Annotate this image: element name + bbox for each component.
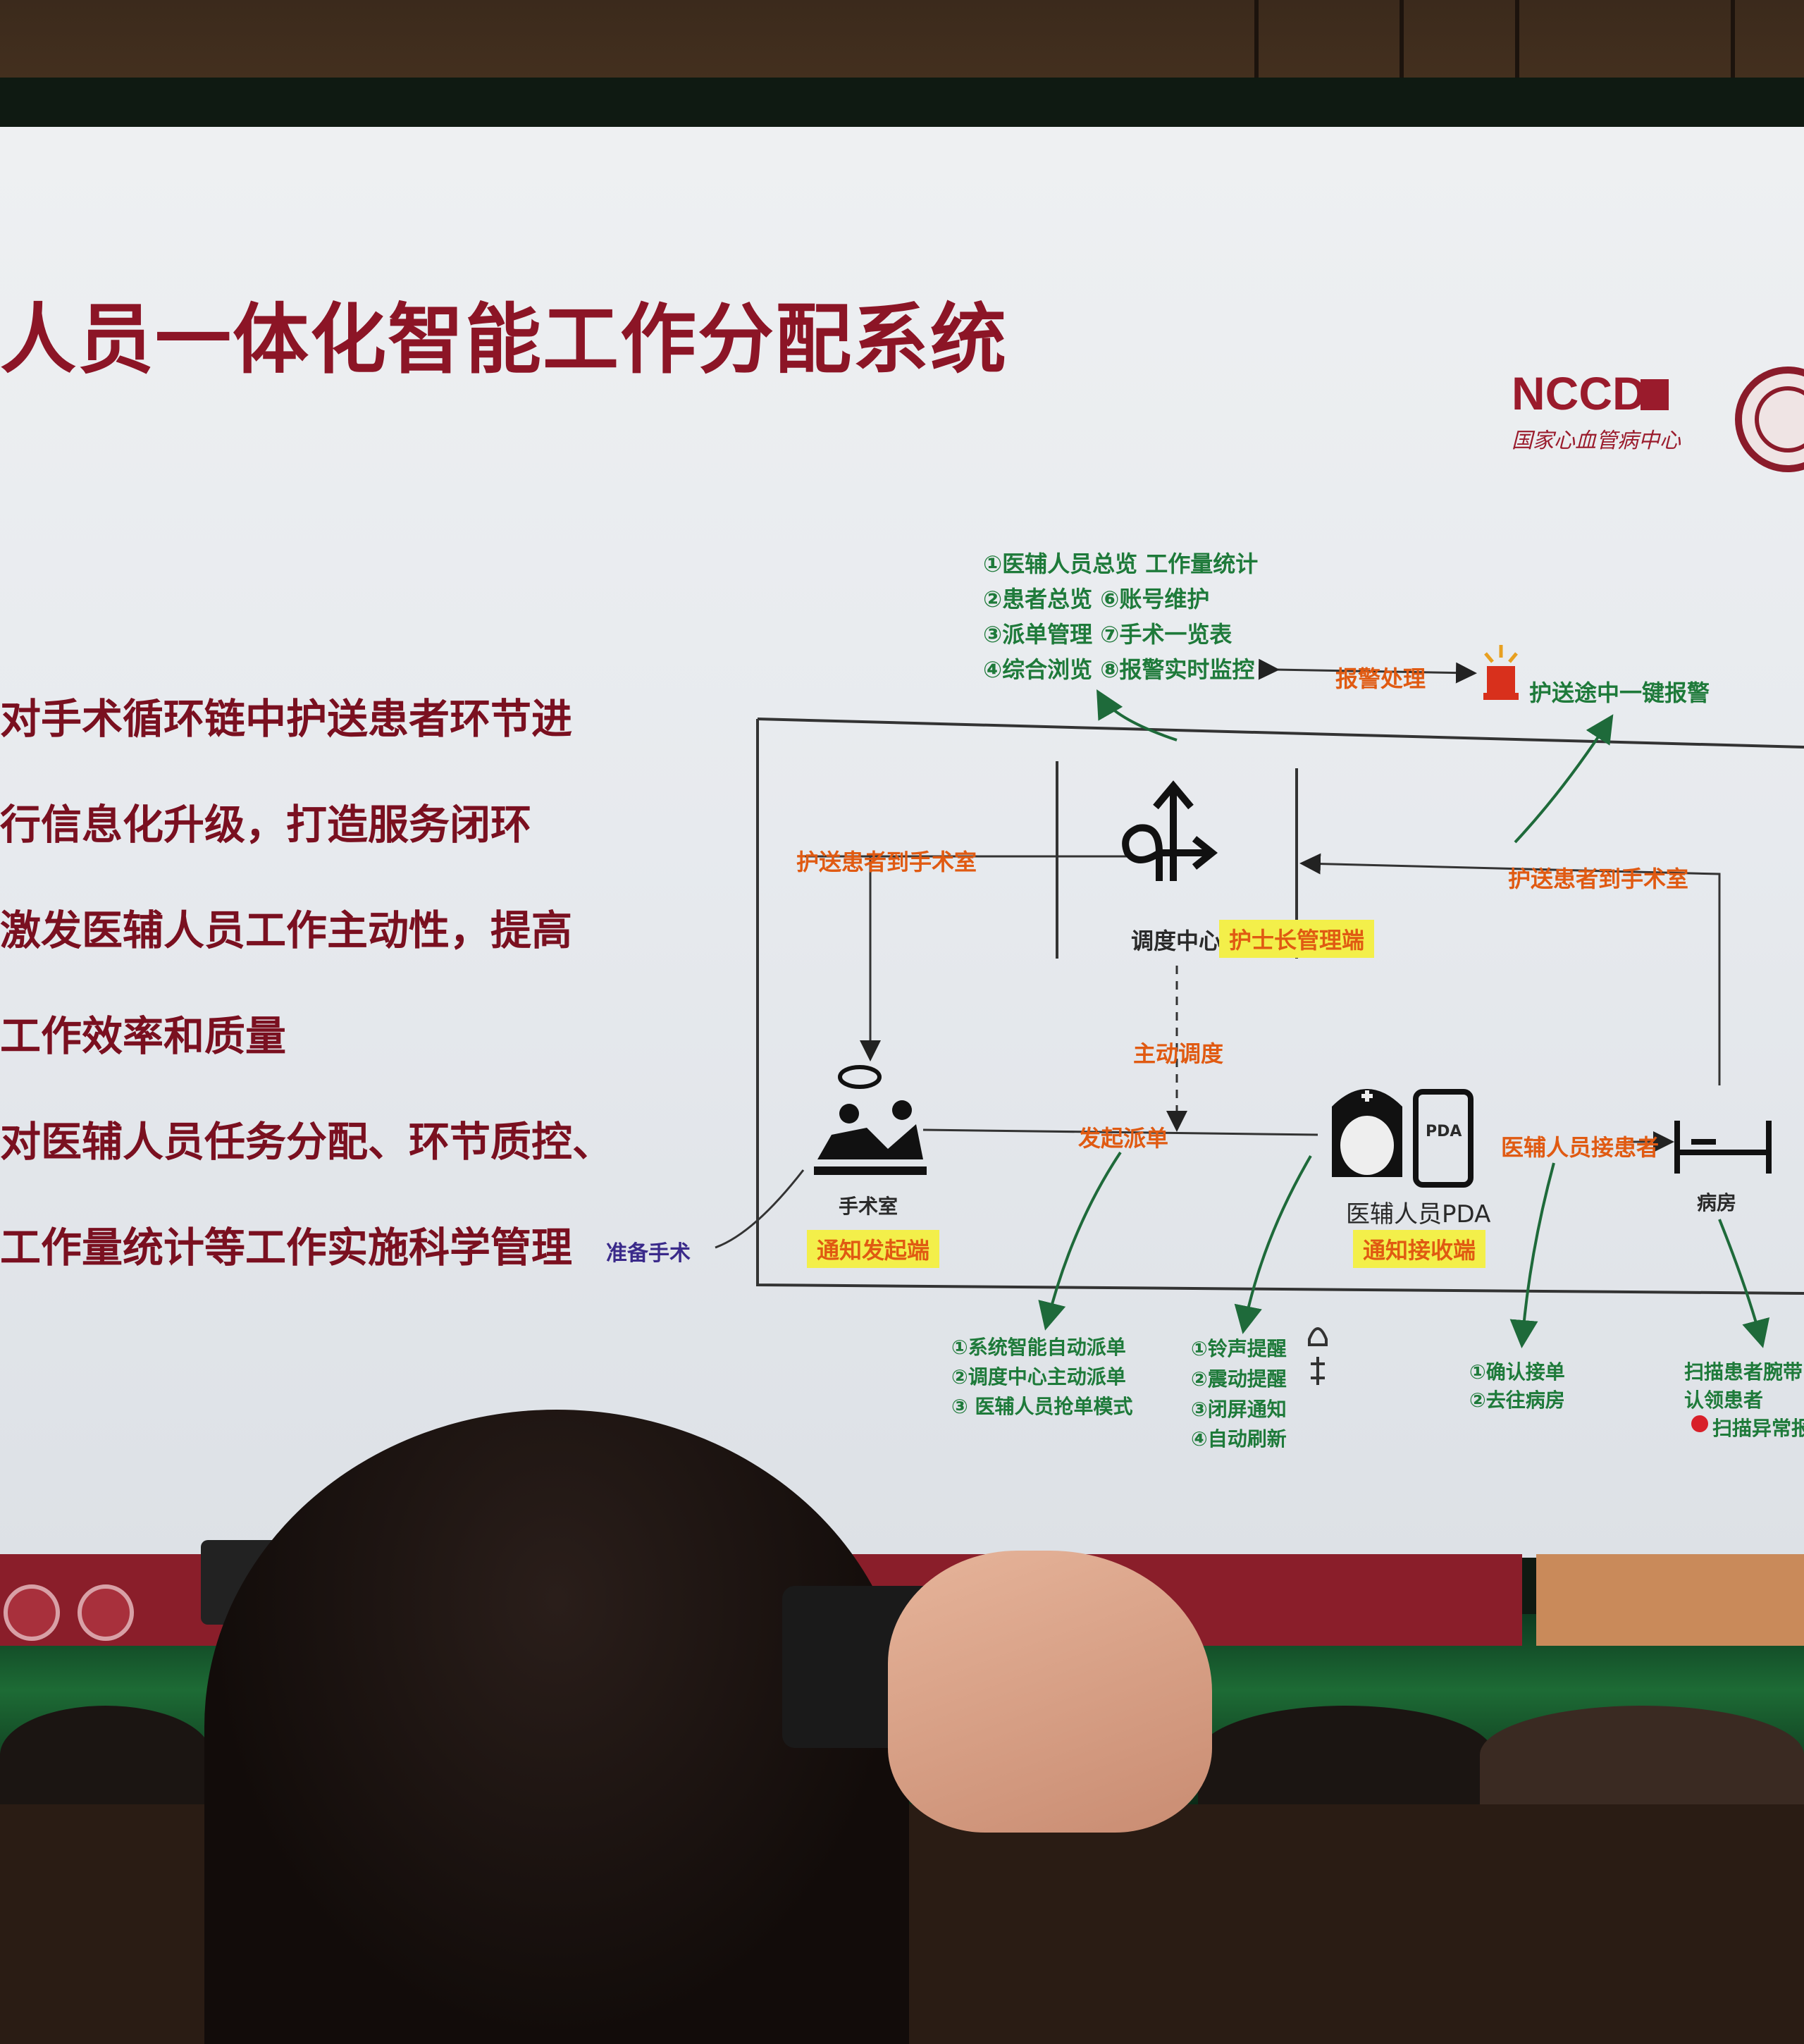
confirm-step-item: ②去往病房 bbox=[1469, 1389, 1565, 1412]
dispatch-mode-item: ②调度中心主动派单 bbox=[951, 1365, 1126, 1389]
dispatch-center-label: 调度中心 bbox=[1131, 928, 1222, 954]
bullet-line: 工作量统计等工作实施科学管理 bbox=[0, 1224, 573, 1272]
nurse-icon bbox=[1332, 1089, 1402, 1177]
ncc-logo-subtitle: 国家心血管病中心 bbox=[1512, 429, 1681, 453]
reminder-item: ③闭屏通知 bbox=[1191, 1398, 1287, 1421]
menu-item: ①医辅人员总览 工作量统计 bbox=[983, 550, 1259, 577]
bell-vibrate-icon bbox=[1308, 1327, 1328, 1385]
reminder-item: ④自动刷新 bbox=[1191, 1427, 1287, 1451]
audience-silhouette bbox=[0, 1706, 211, 1804]
one-key-alarm-label: 护送途中一键报警 bbox=[1529, 679, 1710, 706]
slide-footer-accent bbox=[1536, 1554, 1804, 1646]
prepare-surgery-label: 准备手术 bbox=[606, 1241, 691, 1266]
scan-step-item: 扫描患者腕带 bbox=[1684, 1360, 1803, 1384]
pda-screen-label: PDA bbox=[1426, 1123, 1462, 1140]
head-nurse-console-label: 护士长管理端 bbox=[1219, 920, 1375, 958]
bullet-line: 行信息化升级，打造服务闭环 bbox=[0, 801, 532, 849]
menu-item: ④综合浏览 ⑧报警实时监控 bbox=[983, 656, 1255, 683]
menu-item: ②患者总览 ⑥账号维护 bbox=[983, 586, 1210, 612]
menu-item: ③派单管理 ⑦手术一览表 bbox=[983, 621, 1232, 648]
ward-label: 病房 bbox=[1697, 1191, 1737, 1214]
scan-step-item: 扫描异常报 bbox=[1712, 1417, 1804, 1440]
escort-to-or-label: 护送患者到手术室 bbox=[1508, 866, 1689, 892]
pda-device-icon: PDA bbox=[1413, 1089, 1474, 1188]
bullet-list: 对手术循环链中护送患者环节进 行信息化升级，打造服务闭环 激发医辅人员工作主动性… bbox=[0, 680, 620, 1315]
alarm-light-icon bbox=[1483, 645, 1519, 700]
reminder-item: ②震动提醒 bbox=[1191, 1367, 1287, 1391]
alarm-handle-label: 报警处理 bbox=[1335, 665, 1426, 692]
escort-to-or-label: 护送患者到手术室 bbox=[796, 849, 977, 875]
slide-title: 人员一体化智能工作分配系统 bbox=[0, 296, 1008, 384]
dispatch-mode-item: ③ 医辅人员抢单模式 bbox=[951, 1395, 1133, 1418]
bed-icon bbox=[1674, 1121, 1772, 1174]
initiate-order-label: 发起派单 bbox=[1078, 1125, 1169, 1152]
notify-initiator-label: 通知发起端 bbox=[807, 1230, 940, 1268]
audience-silhouette bbox=[1198, 1706, 1494, 1804]
audience-hand bbox=[888, 1551, 1212, 1833]
dispatch-arrows-icon bbox=[1122, 780, 1218, 881]
staff-receive-patient-label: 医辅人员接患者 bbox=[1501, 1134, 1660, 1161]
workflow-diagram-lines bbox=[715, 658, 1804, 1348]
bullet-line: 工作效率和质量 bbox=[0, 1012, 287, 1060]
scan-step-item: 认领患者 bbox=[1684, 1389, 1764, 1412]
search-icon bbox=[4, 1584, 60, 1641]
notify-receiver-label: 通知接收端 bbox=[1353, 1230, 1486, 1268]
reminder-item: ①铃声提醒 bbox=[1191, 1337, 1287, 1360]
error-icon bbox=[1691, 1415, 1708, 1432]
bullet-line: 对医辅人员任务分配、环节质控、 bbox=[0, 1118, 614, 1166]
bullet-line: 激发医辅人员工作主动性，提高 bbox=[0, 906, 573, 954]
dispatch-mode-item: ①系统智能自动派单 bbox=[951, 1336, 1126, 1359]
bullet-line: 对手术循环链中护送患者环节进 bbox=[0, 695, 573, 743]
minus-icon bbox=[78, 1584, 134, 1641]
audience-silhouette bbox=[1480, 1706, 1804, 1804]
operating-room-label: 手术室 bbox=[839, 1195, 898, 1218]
projection-screen bbox=[0, 127, 1804, 1558]
logo-seal-square bbox=[1641, 379, 1669, 410]
active-dispatch-label: 主动调度 bbox=[1133, 1040, 1224, 1067]
staff-pda-label: 医辅人员PDA bbox=[1346, 1200, 1491, 1229]
operating-room-icon bbox=[814, 1065, 927, 1175]
confirm-step-item: ①确认接单 bbox=[1469, 1360, 1565, 1384]
ncc-logo-text: NCCD bbox=[1512, 367, 1646, 419]
